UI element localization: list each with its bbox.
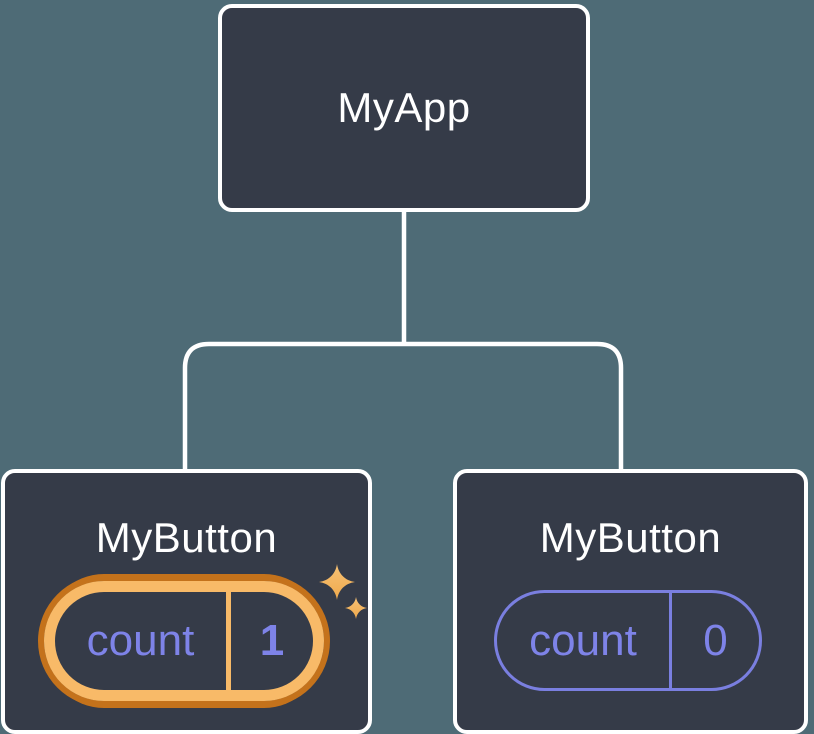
state-name-section: count xyxy=(497,593,669,688)
pill-divider xyxy=(669,593,672,688)
state-name-label: count xyxy=(529,615,637,665)
child-node-mybutton-1: MyButton count 1 xyxy=(1,469,372,734)
state-value: 0 xyxy=(703,615,728,665)
pill-divider xyxy=(226,592,231,690)
child-node-mybutton-2: MyButton count 0 xyxy=(453,469,808,734)
sparkle-icon-large xyxy=(319,564,355,600)
root-node-label: MyApp xyxy=(337,84,471,131)
state-name-label: count xyxy=(86,616,195,665)
state-name-section: count xyxy=(55,592,226,690)
state-value-section: 0 xyxy=(672,593,759,688)
sparkle-icons xyxy=(319,564,367,619)
branch-to-children-line xyxy=(182,341,624,471)
child-node-label: MyButton xyxy=(95,514,278,561)
root-node-myapp: MyApp xyxy=(218,4,590,212)
state-value-section: 1 xyxy=(231,592,313,690)
child-node-label: MyButton xyxy=(539,514,722,561)
state-pill-highlighted: count 1 xyxy=(44,581,324,701)
sparkle-icon-small xyxy=(345,597,367,619)
state-pill: count 0 xyxy=(494,590,762,691)
state-value: 1 xyxy=(259,616,285,665)
